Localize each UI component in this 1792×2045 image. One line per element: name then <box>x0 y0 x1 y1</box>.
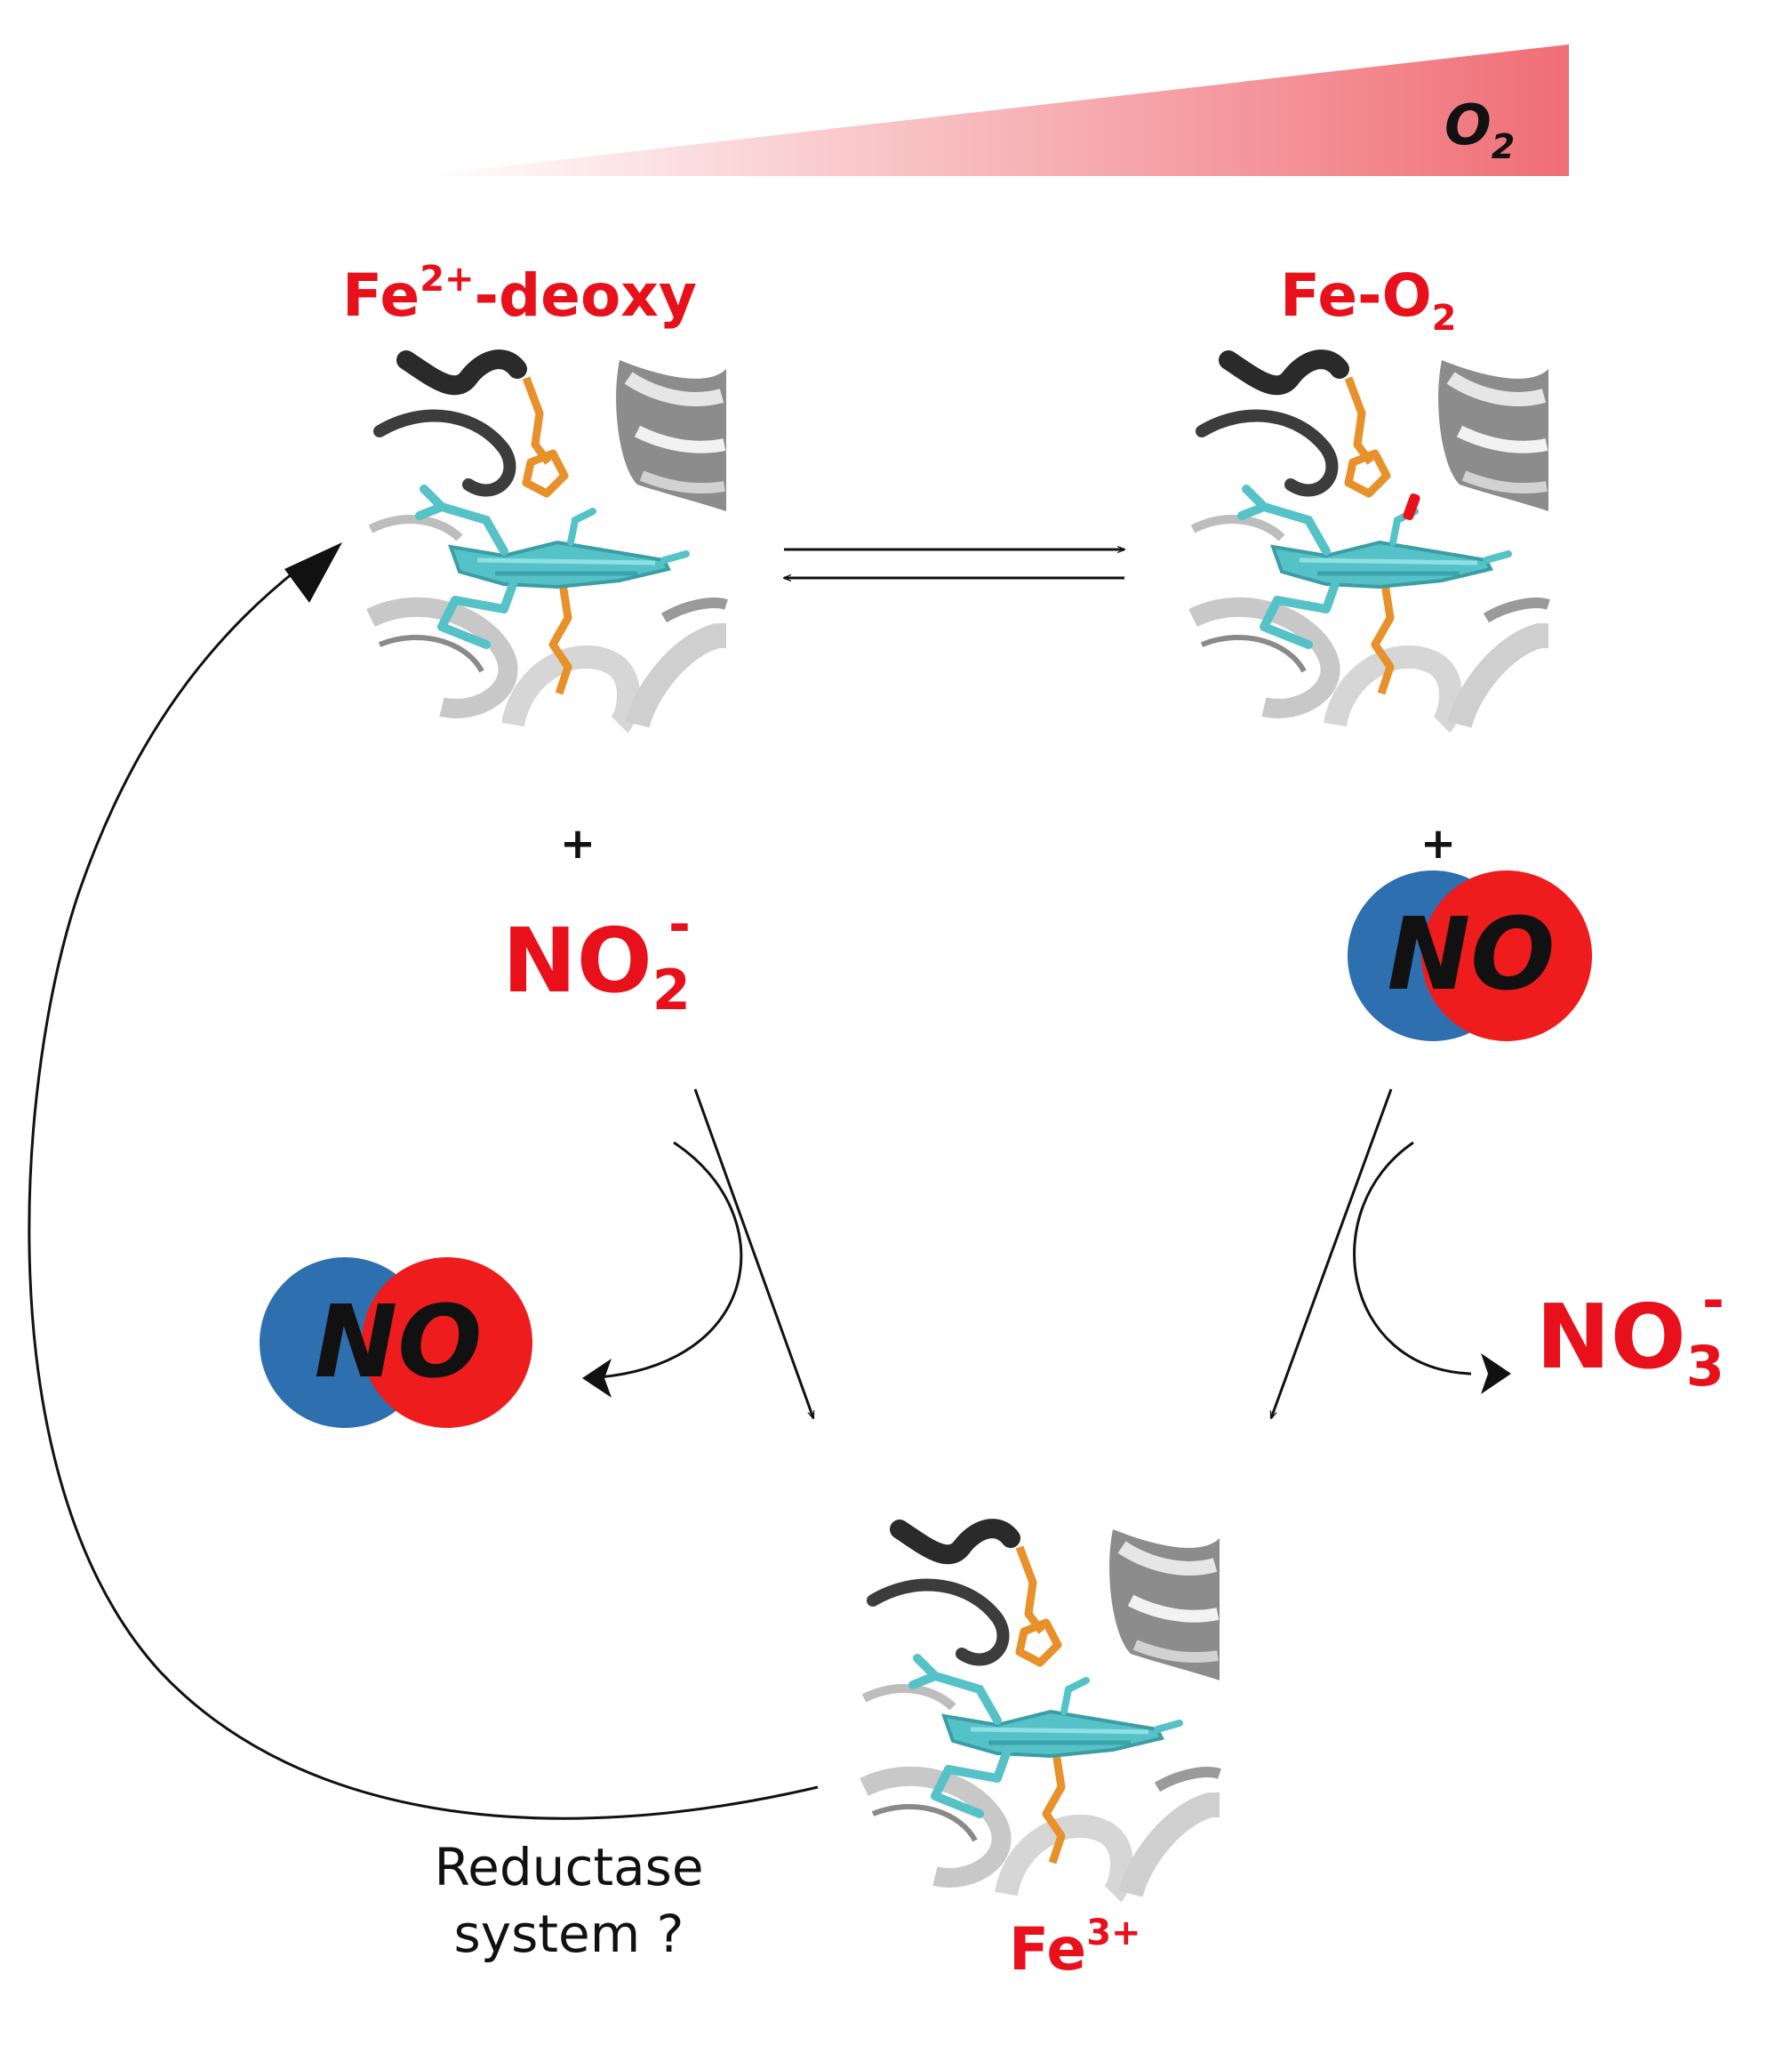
no-molecule-product-label: NO <box>315 1285 483 1400</box>
plus-sign-left: + <box>560 819 596 869</box>
plus-sign-right: + <box>1420 819 1456 869</box>
state-label-deoxy: Fe2+-deoxy <box>342 259 697 330</box>
oxygen-gradient-label: O2 <box>1444 92 1515 166</box>
no-molecule-product: NO <box>260 1257 532 1428</box>
equilibrium-arrows <box>784 549 1124 578</box>
no-dioxygenation-arrows <box>1269 1088 1511 1418</box>
oxygen-gradient-wedge <box>418 44 1569 176</box>
bound-oxygen-mark <box>1403 493 1420 521</box>
nitrite-label: NO2 <box>502 909 691 1022</box>
oxygen-gradient: O2 <box>418 44 1569 176</box>
no-release-arrow <box>586 1141 743 1380</box>
reductase-label-line2: system ? <box>454 1904 684 1964</box>
deoxy-structure-image <box>371 351 726 725</box>
nitrate-release-arrow <box>1353 1141 1472 1375</box>
state-label-oxy: Fe-O2 <box>1280 261 1457 339</box>
nitrite-charge: - <box>668 894 691 956</box>
oxy-structure-image <box>1193 351 1548 725</box>
met-structure-image <box>864 1520 1220 1894</box>
reductase-label-line1: Reductase <box>434 1837 703 1897</box>
reductase-return-arrow <box>28 542 819 1820</box>
no-molecule-reactant: NO <box>1348 870 1592 1041</box>
no-molecule-reactant-label: NO <box>1388 897 1556 1013</box>
state-label-met: Fe3+ <box>1009 1913 1141 1984</box>
oxygen-atom <box>1421 870 1592 1041</box>
nitrate-charge: - <box>1702 1270 1724 1332</box>
reductase-arrow-head <box>284 542 342 603</box>
oxygen-atom <box>362 1257 532 1428</box>
nitrite-reduction-arrows <box>582 1088 815 1418</box>
nitrate-label: NO3 <box>1536 1285 1724 1399</box>
